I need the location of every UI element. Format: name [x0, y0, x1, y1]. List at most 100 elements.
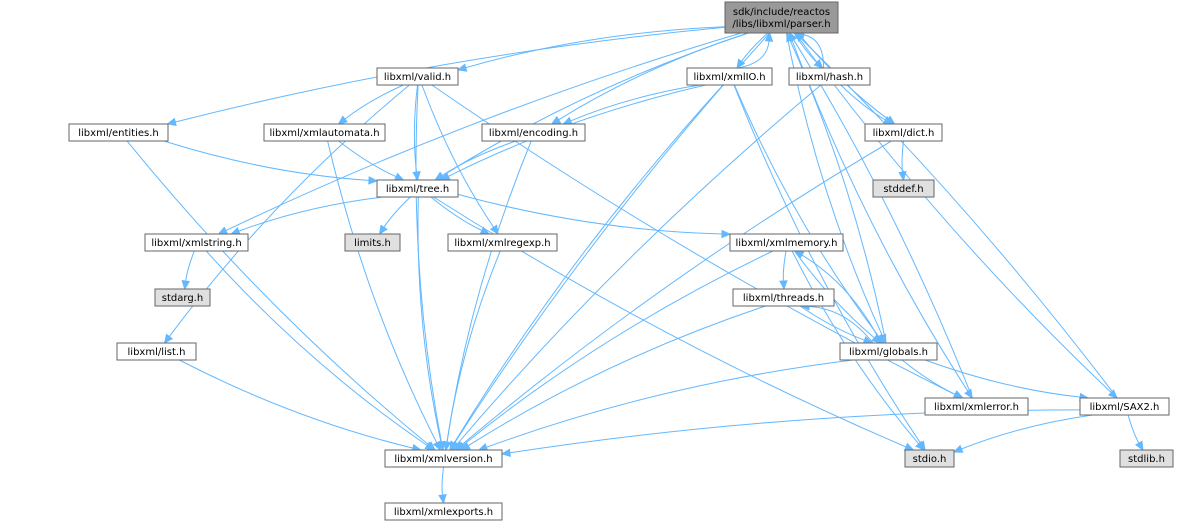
node-box	[144, 233, 249, 252]
edge-line	[457, 193, 723, 235]
edge-line	[238, 196, 383, 232]
node-globals[interactable]: libxml/globals.h	[839, 342, 938, 361]
edge-threads-to-xmlversion	[460, 305, 766, 451]
edge-line	[793, 32, 818, 63]
node-label: libxml/xmlexports.h	[394, 507, 493, 518]
node-stddef: stddef.h	[872, 179, 935, 198]
node-label: libxml/threads.h	[743, 293, 824, 304]
edge-line	[465, 26, 726, 69]
edge-line	[462, 250, 774, 446]
node-box	[904, 449, 955, 468]
node-SAX2[interactable]: libxml/SAX2.h	[1079, 397, 1170, 416]
edge-line	[338, 140, 397, 178]
edge-xmlIO-to-parser	[737, 31, 774, 69]
edge-line	[430, 196, 483, 231]
node-label: libxml/xmlerror.h	[934, 402, 1019, 413]
node-xmlautomata[interactable]: libxml/xmlautomata.h	[263, 123, 386, 142]
node-xmlIO[interactable]: libxml/xmlIO.h	[686, 67, 773, 86]
arrowhead-icon	[764, 31, 774, 42]
arrowhead-icon	[915, 440, 925, 451]
node-box	[924, 397, 1029, 416]
arrowhead-icon	[412, 171, 421, 182]
node-label: limits.h	[354, 238, 391, 249]
edge-xmlmemory-to-threads	[779, 250, 788, 291]
node-xmlstring[interactable]: libxml/xmlstring.h	[144, 233, 249, 252]
edge-valid-to-xmlregexp	[421, 84, 499, 236]
edge-xmlversion-to-xmlexports	[438, 466, 447, 505]
node-box	[344, 233, 401, 252]
node-dict[interactable]: libxml/dict.h	[864, 123, 943, 142]
edge-line	[924, 359, 1081, 398]
edge-line	[179, 359, 414, 449]
node-box	[481, 123, 586, 142]
node-label: stdarg.h	[162, 293, 203, 304]
edges-layer	[126, 26, 1144, 505]
node-parser: sdk/include/reactos/libs/libxml/parser.h	[724, 1, 839, 34]
node-tree[interactable]: libxml/tree.h	[376, 179, 459, 198]
edge-tree-to-xmlversion	[417, 196, 446, 452]
node-encoding[interactable]: libxml/encoding.h	[481, 123, 586, 142]
node-box	[1079, 397, 1170, 416]
edge-line	[442, 32, 749, 177]
node-xmlmemory[interactable]: libxml/xmlmemory.h	[729, 233, 844, 252]
arrowhead-icon	[460, 441, 471, 451]
node-box	[788, 67, 871, 86]
node-list[interactable]: libxml/list.h	[116, 342, 197, 361]
edge-line	[175, 26, 726, 123]
node-xmlregexp[interactable]: libxml/xmlregexp.h	[447, 233, 558, 252]
node-label: stdlib.h	[1128, 454, 1165, 465]
edge-valid-to-xmlversion	[415, 84, 446, 452]
node-box	[732, 288, 835, 307]
edge-xmlmemory-to-xmlversion	[456, 250, 774, 451]
edge-line	[446, 250, 501, 443]
node-label: libxml/tree.h	[386, 184, 449, 195]
edge-line	[733, 84, 880, 337]
node-xmlversion[interactable]: libxml/xmlversion.h	[384, 449, 503, 468]
arrowhead-icon	[181, 280, 191, 291]
nodes-layer: sdk/include/reactos/libs/libxml/parser.h…	[68, 1, 1174, 521]
node-label: /libs/libxml/parser.h	[732, 19, 830, 30]
node-box	[116, 342, 197, 361]
arrowhead-icon	[438, 494, 447, 505]
node-entities[interactable]: libxml/entities.h	[68, 123, 169, 142]
edge-line	[737, 40, 770, 69]
node-box	[263, 123, 386, 142]
edge-line	[456, 84, 822, 445]
node-threads[interactable]: libxml/threads.h	[732, 288, 835, 307]
arrowhead-icon	[489, 224, 499, 236]
arrowhead-icon	[903, 442, 915, 451]
node-label: libxml/list.h	[128, 347, 186, 358]
node-hash[interactable]: libxml/hash.h	[788, 67, 871, 86]
edge-SAX2-to-stdio	[952, 414, 1093, 453]
edge-tree-to-limits	[378, 196, 411, 236]
edge-SAX2-to-stdlib	[1127, 414, 1144, 452]
node-label: libxml/entities.h	[78, 128, 158, 139]
edge-line	[794, 32, 1112, 393]
arrowhead-icon	[337, 115, 348, 125]
edge-line	[126, 140, 430, 446]
node-label: libxml/valid.h	[384, 72, 451, 83]
edge-line	[509, 409, 1081, 454]
node-xmlerror[interactable]: libxml/xmlerror.h	[924, 397, 1029, 416]
node-label: stdio.h	[913, 454, 947, 465]
arrowhead-icon	[500, 448, 512, 457]
arrowhead-icon	[898, 171, 907, 182]
arrowhead-icon	[793, 250, 805, 260]
edge-line	[225, 32, 742, 232]
node-xmlexports[interactable]: libxml/xmlexports.h	[384, 502, 503, 521]
edge-tree-to-xmlregexp	[430, 196, 491, 235]
node-valid[interactable]: libxml/valid.h	[376, 67, 459, 86]
edge-line	[441, 466, 444, 496]
edge-xmlstring-to-stdarg	[181, 250, 195, 291]
node-box	[376, 67, 459, 86]
arrowhead-icon	[424, 441, 435, 451]
edge-tree-to-xmlstring	[230, 196, 383, 236]
edge-parser-to-entities	[166, 26, 726, 127]
node-box	[1119, 449, 1174, 468]
edge-line	[733, 84, 922, 444]
edge-line	[163, 140, 370, 181]
node-box	[384, 449, 503, 468]
edge-line	[901, 359, 956, 396]
arrowhead-icon	[1107, 389, 1118, 399]
